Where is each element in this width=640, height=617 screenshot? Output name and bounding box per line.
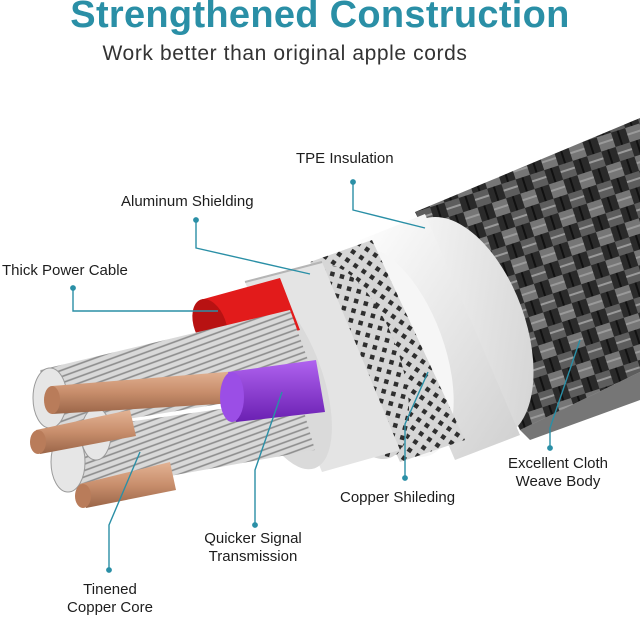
label-signal-line2: Transmission bbox=[208, 548, 298, 565]
copper-cores bbox=[30, 370, 252, 508]
label-core-line2: Copper Core bbox=[67, 599, 153, 616]
label-cloth-line2: Weave Body bbox=[515, 473, 601, 490]
cloth-weave-body bbox=[415, 118, 640, 440]
label-tinned-copper-core: Tinened Copper Core bbox=[50, 581, 170, 617]
label-aluminum-shielding: Aluminum Shielding bbox=[121, 193, 254, 210]
callout-leader-lines bbox=[70, 179, 581, 573]
page-title: Strengthened Construction bbox=[70, 0, 570, 36]
label-tpe-insulation: TPE Insulation bbox=[296, 150, 394, 167]
label-cloth-weave-body: Excellent Cloth Weave Body bbox=[498, 455, 618, 491]
label-signal-line1: Quicker Signal bbox=[204, 530, 302, 547]
label-cloth-line1: Excellent Cloth bbox=[507, 455, 609, 472]
label-copper-shielding: Copper Shileding bbox=[340, 489, 456, 506]
label-core-line1: Tinened bbox=[83, 581, 137, 598]
label-thick-power-cable: Thick Power Cable bbox=[2, 262, 128, 279]
page-subtitle: Work better than original apple cords bbox=[102, 42, 468, 65]
label-quicker-signal: Quicker Signal Transmission bbox=[193, 530, 313, 566]
signal-wire bbox=[220, 360, 325, 422]
